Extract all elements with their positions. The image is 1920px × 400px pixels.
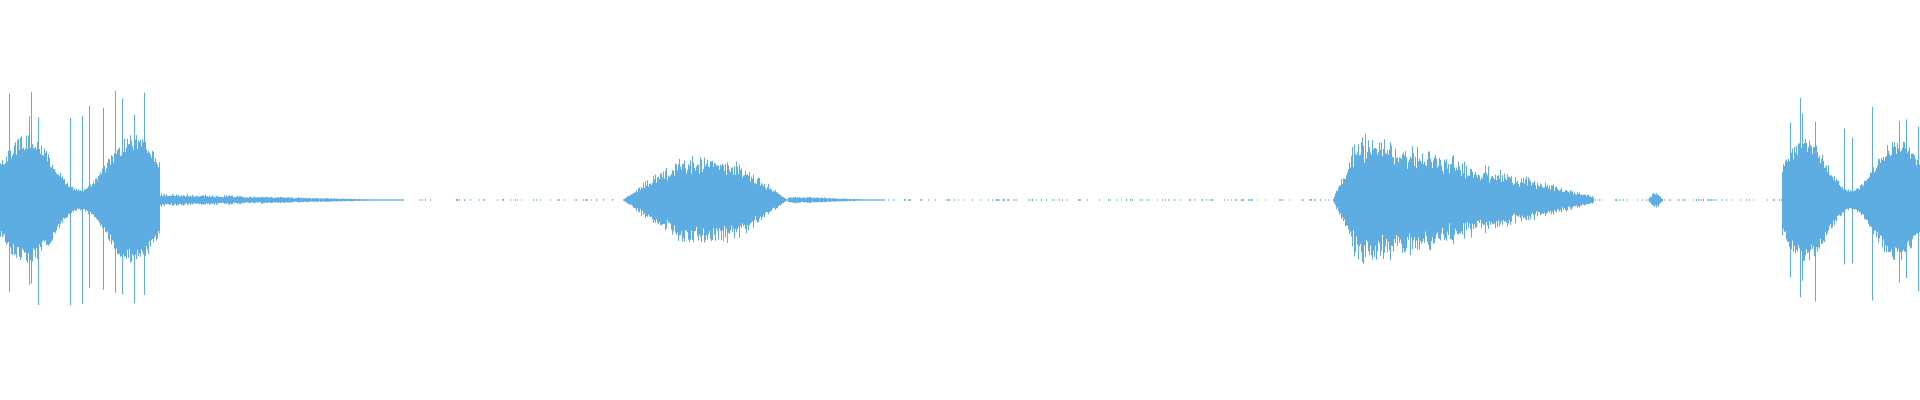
waveform-samples bbox=[0, 90, 1920, 306]
